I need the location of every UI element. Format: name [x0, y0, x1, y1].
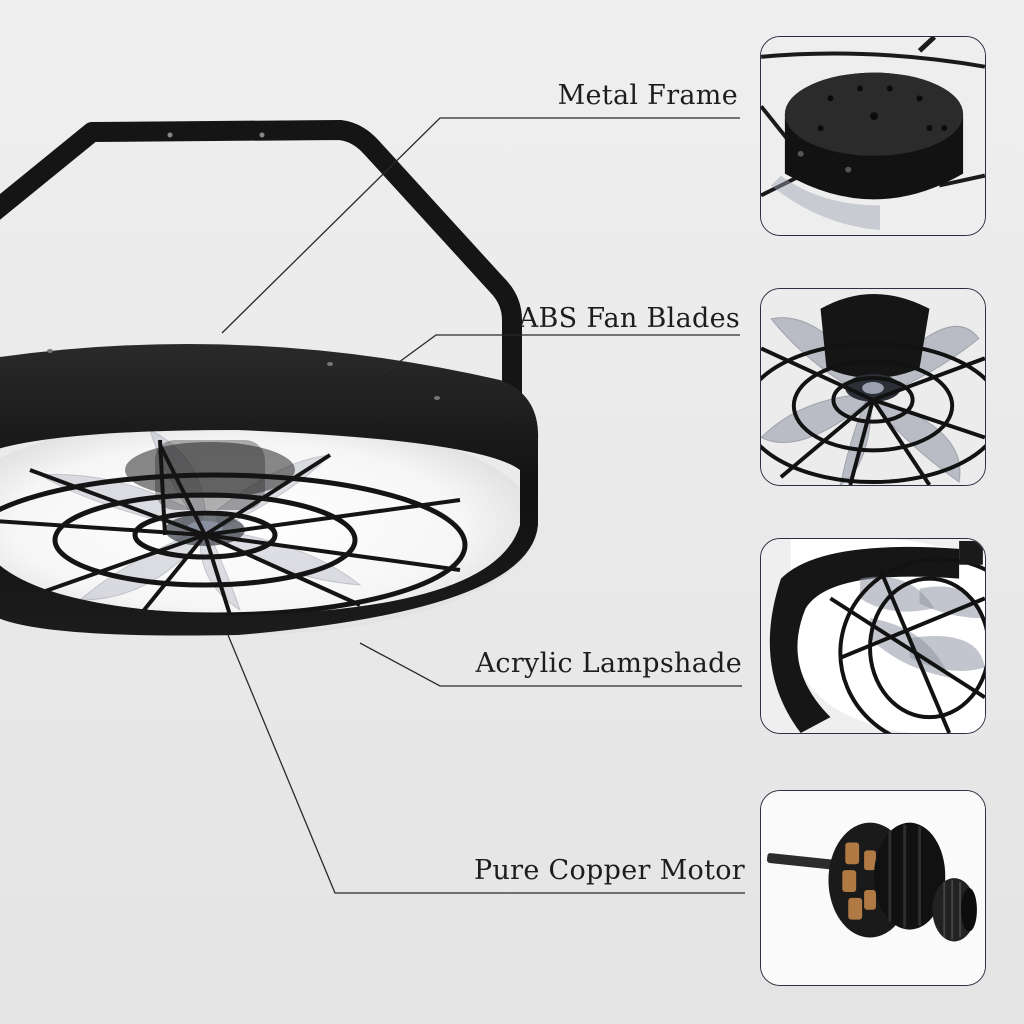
mounting-bracket [0, 120, 522, 430]
callout-pure-copper-motor: Pure Copper Motor [474, 855, 745, 886]
callout-acrylic-lampshade: Acrylic Lampshade [475, 648, 742, 679]
lamp-ring-frame [0, 344, 539, 636]
detail-acrylic-lampshade [760, 538, 986, 734]
callout-metal-frame: Metal Frame [557, 80, 738, 111]
copper-motor-image [761, 791, 985, 985]
detail-abs-fan-blades [760, 288, 986, 486]
lampshade-ring-image [761, 539, 985, 733]
callout-abs-fan-blades: ABS Fan Blades [518, 303, 740, 334]
detail-metal-frame [760, 36, 986, 236]
leader-lines [221, 117, 745, 894]
detail-pure-copper-motor [760, 790, 986, 986]
motor-housing-top-image [761, 37, 985, 235]
fan-blades-closeup-image [761, 289, 985, 485]
